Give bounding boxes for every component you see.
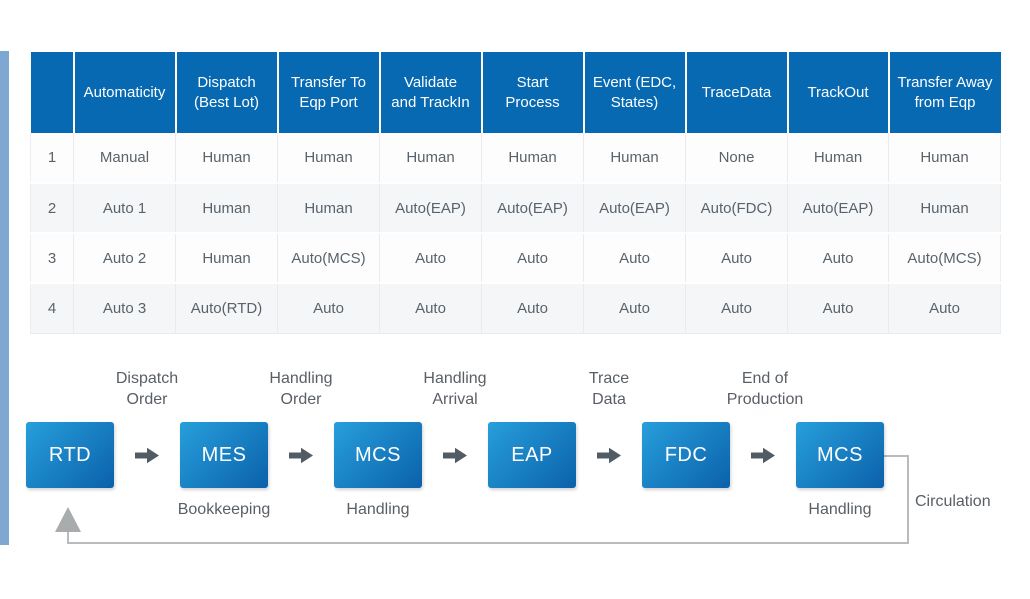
table-cell: Auto(MCS)	[888, 233, 1001, 284]
right-arrow-icon	[597, 447, 621, 464]
flow-box-fdc: FDC	[642, 422, 730, 488]
table-cell: Human	[175, 233, 278, 284]
flow-box-label: FDC	[664, 443, 708, 466]
table-cell: Auto	[888, 283, 1001, 334]
table-cell: Auto(RTD)	[175, 283, 278, 334]
flow-box-rtd: RTD	[26, 422, 114, 488]
col-header-event: Event (EDC, States)	[583, 52, 687, 133]
table-cell: Auto	[379, 233, 482, 284]
table-cell: Auto	[277, 283, 380, 334]
table-cell: Auto	[379, 283, 482, 334]
col-header-trackout: TrackOut	[787, 52, 890, 133]
flow-box-label: MCS	[817, 443, 863, 466]
table-cell: Human	[787, 133, 889, 184]
box-sublabel-handling-2: Handling	[808, 501, 872, 518]
right-arrow-icon	[443, 447, 467, 464]
connector-label-dispatch-order: Dispatch Order	[115, 370, 179, 408]
table-cell: Auto	[583, 283, 686, 334]
col-header-dispatch: Dispatch (Best Lot)	[175, 52, 279, 133]
table-cell: 3	[30, 233, 74, 284]
right-arrow-icon	[289, 447, 313, 464]
table-row: 4 Auto 3 Auto(RTD) Auto Auto Auto Auto A…	[30, 283, 1001, 334]
table-cell: Auto(EAP)	[379, 183, 482, 234]
table-row: 3 Auto 2 Human Auto(MCS) Auto Auto Auto …	[30, 233, 1001, 284]
connector-label-handling-arrival: Handling Arrival	[423, 370, 487, 408]
table-cell: Human	[379, 133, 482, 184]
box-sublabel-bookkeeping: Bookkeeping	[177, 501, 271, 518]
col-header-tracedata: TraceData	[685, 52, 789, 133]
table-cell: Auto(EAP)	[481, 183, 584, 234]
table-cell: Auto(EAP)	[787, 183, 889, 234]
table-cell: Human	[888, 183, 1001, 234]
table-cell: Auto	[481, 233, 584, 284]
col-header-transfer-away: Transfer Away from Eqp	[888, 52, 1001, 133]
accent-bar	[0, 51, 9, 545]
table-cell: Human	[277, 133, 380, 184]
automation-level-table: Automaticity Dispatch (Best Lot) Transfe…	[30, 52, 1001, 334]
table-cell: Auto 1	[73, 183, 176, 234]
flow-box-mes: MES	[180, 422, 268, 488]
table-cell: Human	[888, 133, 1001, 184]
right-arrow-icon	[135, 447, 159, 464]
flow-box-mcs: MCS	[334, 422, 422, 488]
flow-box-mcs2: MCS	[796, 422, 884, 488]
table-cell: Manual	[73, 133, 176, 184]
table-cell: Human	[175, 133, 278, 184]
table-cell: Auto	[685, 283, 788, 334]
right-arrow-icon	[751, 447, 775, 464]
connector-label-trace-data: Trace Data	[588, 370, 630, 408]
table-cell: Human	[481, 133, 584, 184]
table-cell: Auto	[685, 233, 788, 284]
circulation-label: Circulation	[915, 493, 991, 510]
table-cell: Human	[583, 133, 686, 184]
table-cell: Auto(EAP)	[583, 183, 686, 234]
table-cell: 2	[30, 183, 74, 234]
col-header-validate-trackin: Validate and TrackIn	[379, 52, 483, 133]
connector-label-handling-order: Handling Order	[269, 370, 333, 408]
table-row: 2 Auto 1 Human Human Auto(EAP) Auto(EAP)…	[30, 183, 1001, 234]
table-cell: Human	[277, 183, 380, 234]
table-cell: Auto 2	[73, 233, 176, 284]
flow-box-label: RTD	[48, 443, 92, 466]
table-cell: Auto	[787, 283, 889, 334]
connector-label-end-of-production: End of Production	[726, 370, 804, 408]
table-cell: 4	[30, 283, 74, 334]
col-header-index	[30, 52, 75, 133]
table-header-row: Automaticity Dispatch (Best Lot) Transfe…	[30, 52, 1001, 133]
flow-box-label: EAP	[511, 443, 553, 466]
flow-box-label: MES	[201, 443, 247, 466]
col-header-transfer-to: Transfer To Eqp Port	[277, 52, 381, 133]
col-header-automaticity: Automaticity	[73, 52, 177, 133]
col-header-start-process: Start Process	[481, 52, 585, 133]
table-cell: Auto 3	[73, 283, 176, 334]
table-cell: Auto(MCS)	[277, 233, 380, 284]
table-cell: Auto	[787, 233, 889, 284]
loop-arrowhead-icon	[55, 507, 81, 532]
table-cell: None	[685, 133, 788, 184]
table-cell: 1	[30, 133, 74, 184]
flow-box-label: MCS	[355, 443, 401, 466]
table-cell: Human	[175, 183, 278, 234]
table-row: 1 Manual Human Human Human Human Human N…	[30, 133, 1001, 184]
table-cell: Auto	[583, 233, 686, 284]
table-cell: Auto(FDC)	[685, 183, 788, 234]
table-cell: Auto	[481, 283, 584, 334]
box-sublabel-handling: Handling	[346, 501, 410, 518]
flow-box-eap: EAP	[488, 422, 576, 488]
